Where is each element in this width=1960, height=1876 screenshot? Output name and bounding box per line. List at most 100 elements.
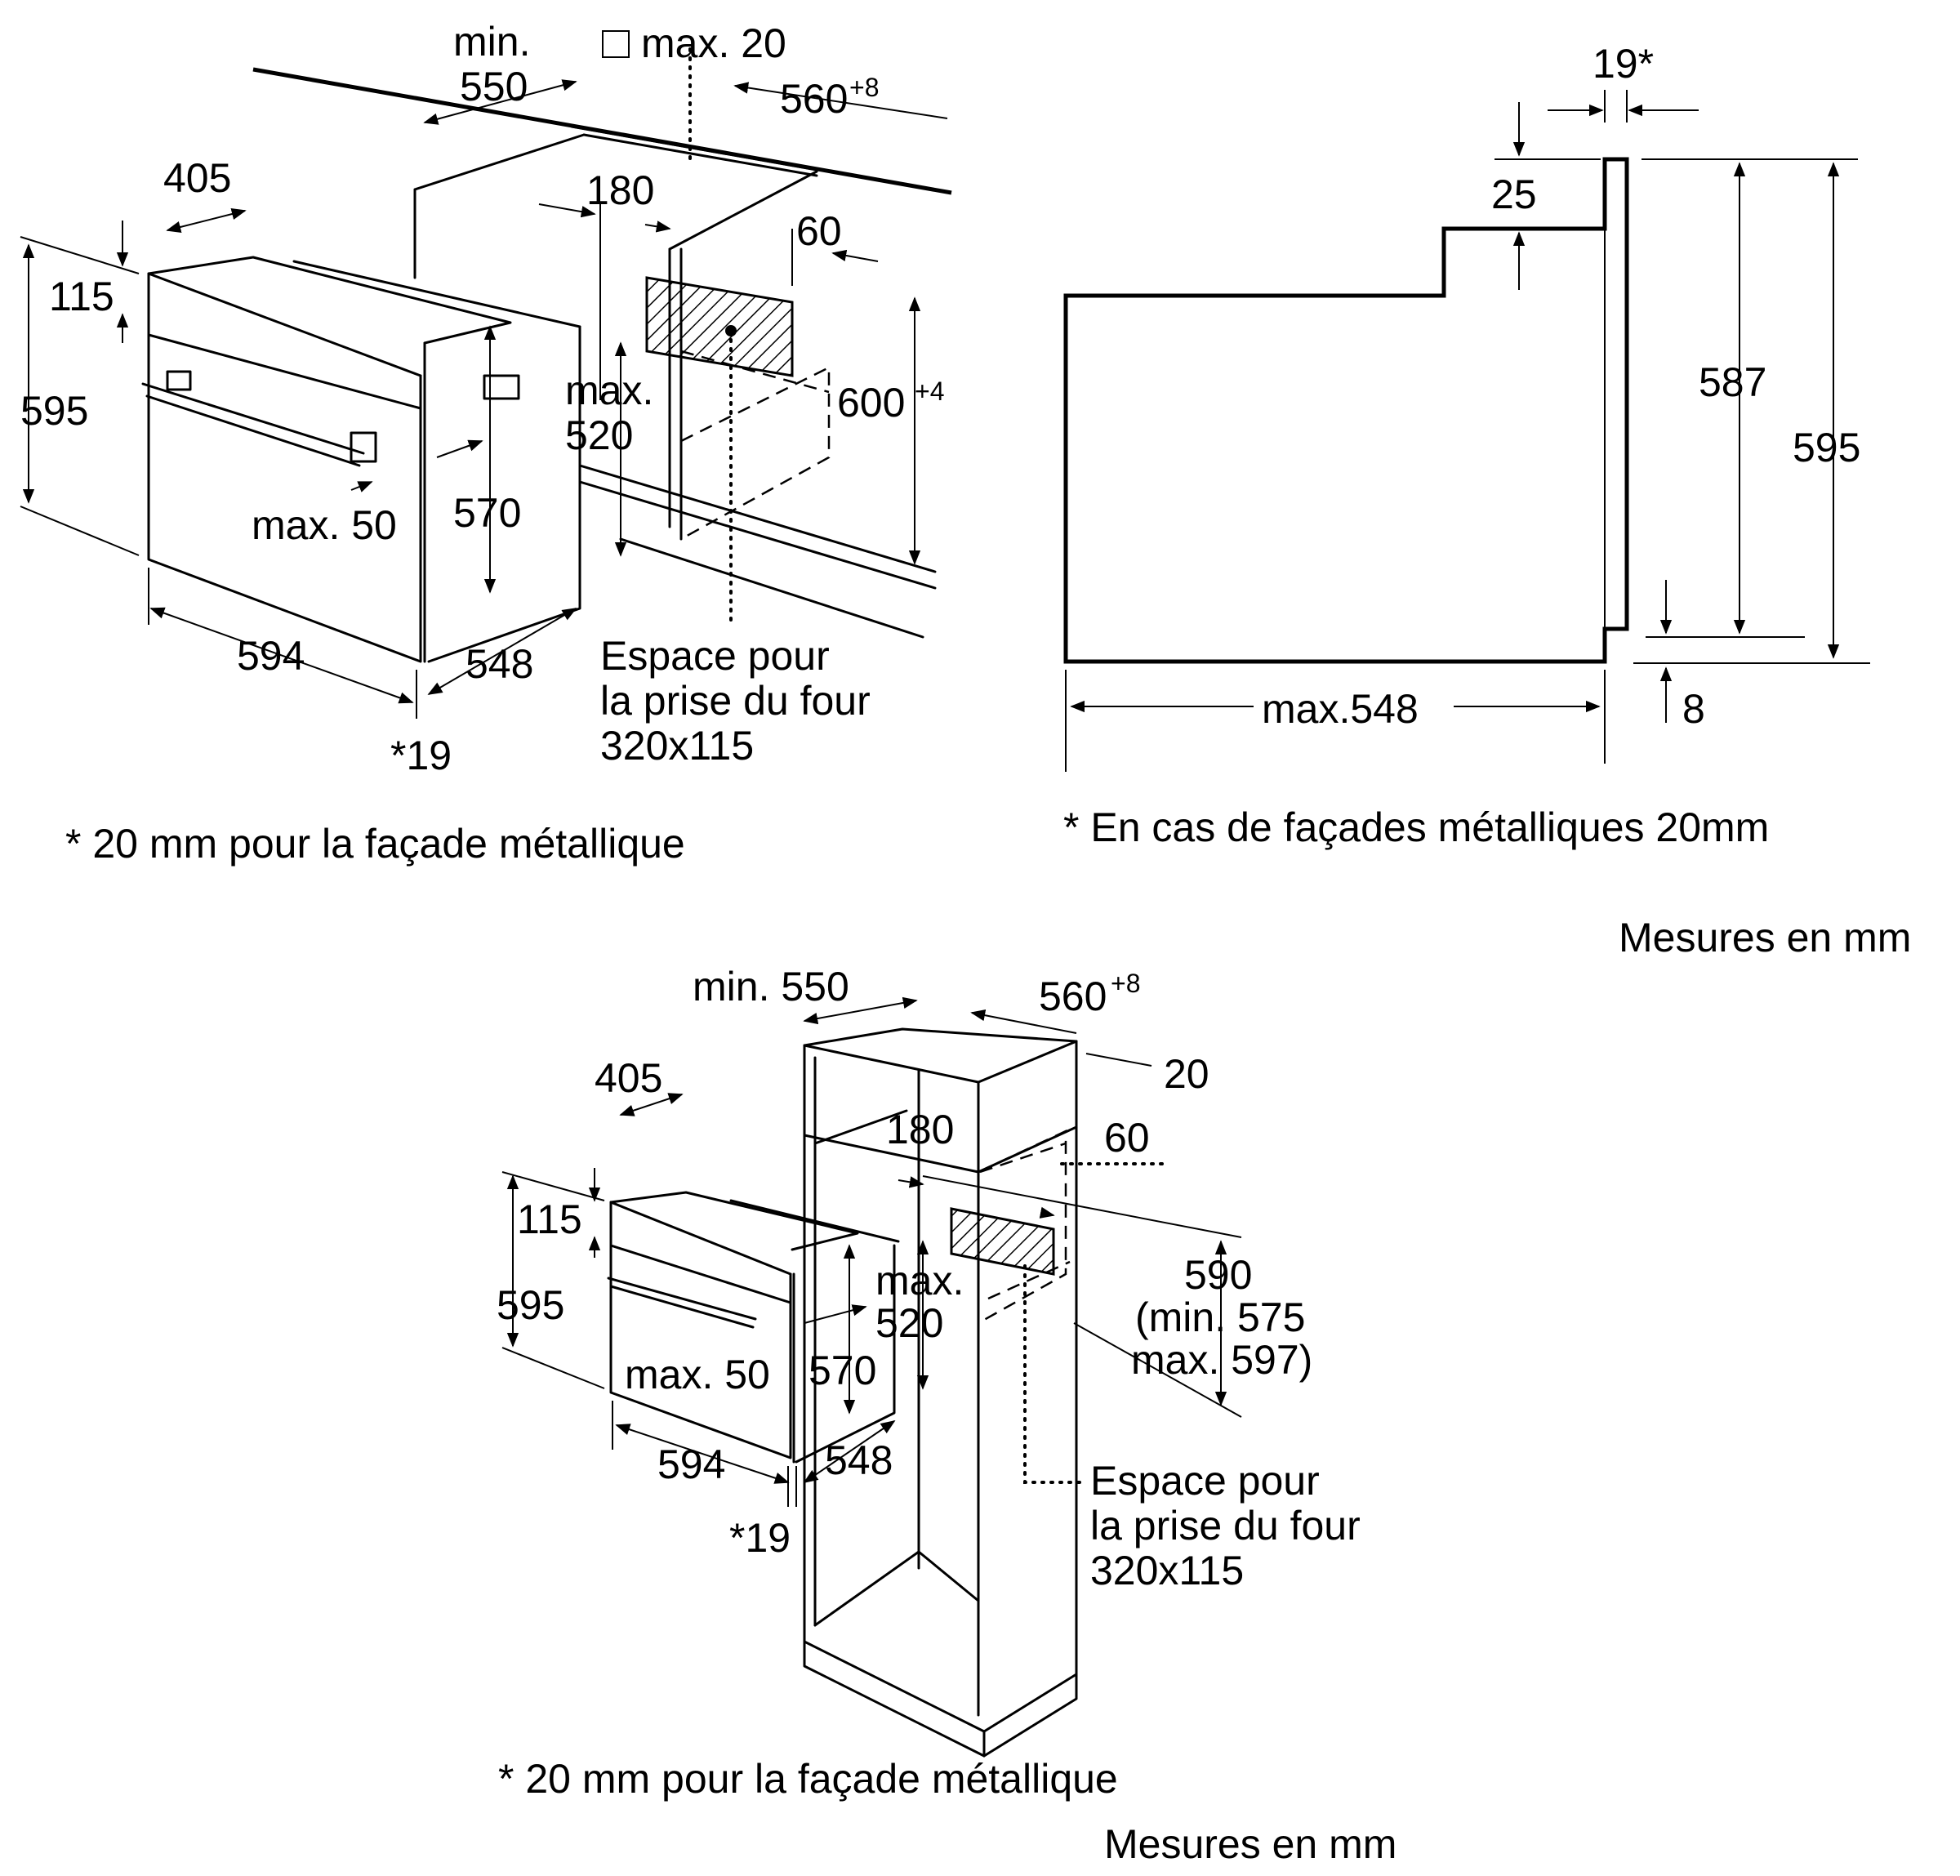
label-25: 25 <box>1491 172 1537 217</box>
oven-panel-line <box>147 333 422 410</box>
ext-595-bottom <box>20 506 140 556</box>
oven-top <box>147 256 512 345</box>
niche-back-left <box>413 133 586 191</box>
dotted-socket-leader <box>1023 1264 1088 1484</box>
label-b-20: 20 <box>1164 1051 1209 1097</box>
label-570: 570 <box>453 490 521 536</box>
label-min: min. <box>453 19 530 65</box>
ext-b-590-top <box>922 1175 1242 1238</box>
niche-floor-front <box>578 464 937 573</box>
socket-b-line2: la prise du four <box>1090 1503 1361 1548</box>
niche-floor-back <box>619 537 924 639</box>
label-b-594: 594 <box>657 1442 725 1487</box>
cabinet-plinth <box>803 1640 986 1758</box>
label-595: 595 <box>20 388 88 434</box>
oven-side-profile <box>1063 157 1629 664</box>
dim-548 <box>427 608 577 695</box>
label-180: 180 <box>586 167 654 213</box>
label-b-595: 595 <box>497 1282 564 1328</box>
socket-b-line1: Espace pour <box>1090 1458 1320 1504</box>
niche-dashed-2 <box>987 1260 1071 1300</box>
dim-b-max50 <box>804 1304 867 1324</box>
label-max50: max. 50 <box>252 502 397 548</box>
dim-b-560 <box>970 1009 1077 1034</box>
socket-line1: Espace pour <box>600 633 830 679</box>
units-bottom: Mesures en mm <box>1104 1821 1396 1867</box>
label-560: 560 <box>780 76 848 122</box>
label-front19: *19 <box>390 733 452 778</box>
dim-b-405 <box>619 1093 684 1116</box>
label-b-548: 548 <box>825 1437 893 1483</box>
cabinet-shelf-1-back <box>813 1109 908 1145</box>
label-600: 600 <box>837 380 905 426</box>
oven-b-front-top <box>609 1201 792 1276</box>
label-b-570: 570 <box>808 1348 876 1393</box>
label-405: 405 <box>163 155 231 201</box>
cabinet-top-back <box>803 1027 1078 1047</box>
oven-b-handle-2 <box>609 1285 755 1329</box>
label-594: 594 <box>237 633 305 679</box>
label-548: 548 <box>466 641 533 687</box>
label-595-side: 595 <box>1793 425 1860 470</box>
cabinet-plinth-side <box>982 1673 1078 1758</box>
label-max20: max. 20 <box>641 20 786 66</box>
label-b-115: 115 <box>517 1196 582 1242</box>
label-min-550: 550 <box>460 64 528 109</box>
oven-b-top <box>609 1191 859 1251</box>
label-115: 115 <box>49 274 114 319</box>
label-b-max: max. <box>875 1258 964 1303</box>
oven-top-back <box>292 260 581 328</box>
dim-b-550 <box>803 996 918 1025</box>
label-19star: 19* <box>1592 41 1654 87</box>
label-b-560-tol: +8 <box>1111 969 1140 998</box>
footnote-side: * En cas de façades métalliques 20mm <box>1063 804 1769 850</box>
footnote-bottom: * 20 mm pour la façade métallique <box>498 1756 1118 1802</box>
dim-b-180 <box>898 1176 924 1188</box>
oven-b-front <box>609 1201 792 1459</box>
label-b-max50: max. 50 <box>625 1352 770 1397</box>
diagram-top-left: min. 550 max. 20 560 +8 405 180 60 115 5… <box>20 19 952 867</box>
diagram-side: 19* 25 587 595 max.548 8 * En cas de faç… <box>1063 41 1911 960</box>
label-60: 60 <box>796 208 842 254</box>
oven-b-panel <box>609 1244 792 1304</box>
oven-handle <box>141 382 365 455</box>
socket-area-hatched-b <box>950 1207 1055 1276</box>
dim-405 <box>166 207 247 234</box>
socket-b-line3: 320x115 <box>1090 1548 1244 1593</box>
worktop-inner <box>582 133 818 177</box>
diagram-bottom: min. 550 560 +8 20 405 180 60 115 595 ma… <box>497 964 1396 1867</box>
dim-594 <box>149 607 414 704</box>
ext-595-top <box>20 236 140 274</box>
dim-b-548 <box>803 1419 896 1484</box>
square-icon <box>602 30 630 58</box>
cabinet-floor <box>813 1550 980 1627</box>
ext-b-595-bottom <box>501 1347 605 1389</box>
dim-b-594 <box>615 1424 790 1484</box>
label-520: 520 <box>565 412 633 458</box>
label-600-tol: +4 <box>915 377 944 406</box>
socket-line2: la prise du four <box>600 678 871 724</box>
ext-b-595-top <box>501 1171 605 1201</box>
niche-dashed-box <box>680 365 831 541</box>
label-max: max. <box>565 368 653 413</box>
dim-b-60 <box>1039 1206 1055 1219</box>
dim-60-b <box>831 249 879 262</box>
label-b-180: 180 <box>886 1107 954 1152</box>
worktop-inner-2 <box>570 125 818 172</box>
dim-60-a <box>644 221 671 233</box>
label-b-405: 405 <box>595 1055 662 1101</box>
handle-start <box>166 370 192 391</box>
niche-dashed <box>978 1130 1067 1325</box>
oven-b-handle <box>607 1277 757 1321</box>
dim-min550 <box>423 79 577 125</box>
label-b-min550: min. 550 <box>693 964 849 1009</box>
label-b-520: 520 <box>875 1300 943 1346</box>
dim-560 <box>733 82 948 119</box>
niche-floor-front-2 <box>578 480 937 590</box>
niche-dashed-3 <box>979 1142 1067 1174</box>
dim-max50-a <box>436 439 483 458</box>
oven-front-frame <box>147 272 422 663</box>
label-b-60: 60 <box>1104 1115 1150 1161</box>
